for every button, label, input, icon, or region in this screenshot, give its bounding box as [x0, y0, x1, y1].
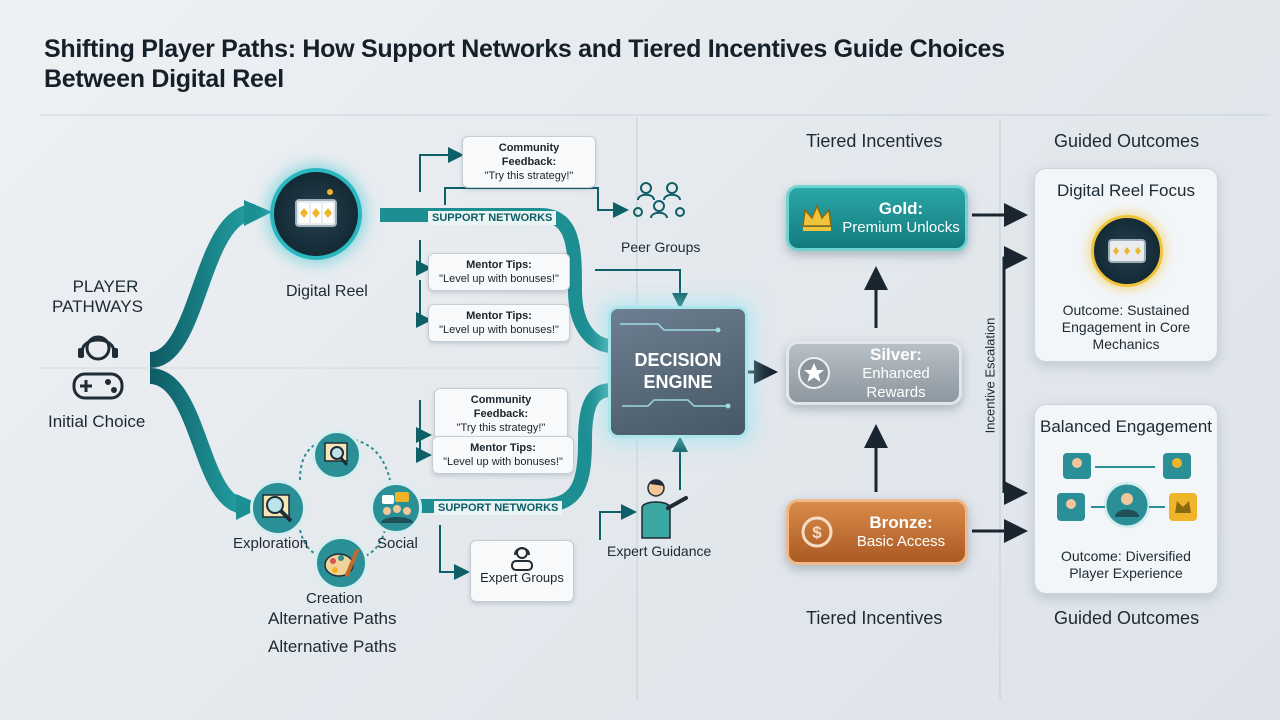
- decision-engine[interactable]: DECISION ENGINE: [608, 306, 748, 438]
- path-to-digital-reel: [148, 204, 257, 368]
- silver-tier-text: Silver: Enhanced Rewards: [833, 345, 959, 402]
- expert-guidance-icon: [641, 479, 688, 539]
- community-feedback-bottom-title: Community Feedback:: [470, 394, 532, 420]
- title-line-1: Shifting Player Paths: How Support Netwo…: [44, 35, 1005, 63]
- headset-controller-icon: [511, 547, 533, 571]
- balanced-engagement-card[interactable]: Balanced Engagement Outcome: Diversified…: [1034, 404, 1218, 594]
- mentor-tips-top-2-quote: "Level up with bonuses!": [439, 324, 559, 336]
- balanced-title: Balanced Engagement: [1039, 417, 1213, 436]
- alternative-paths-label-2: Alternative Paths: [268, 637, 397, 656]
- social-label: Social: [377, 535, 418, 552]
- palette-brush-icon: [324, 549, 359, 577]
- player-pathways-line-1: PLAYER: [72, 277, 139, 296]
- gold-tier-text: Gold: Premium Unlocks: [837, 199, 965, 237]
- alternative-paths-label-1: Alternative Paths: [268, 609, 397, 628]
- community-feedback-top-title: Community Feedback:: [498, 142, 560, 168]
- expert-guidance-label: Expert Guidance: [607, 543, 712, 559]
- mentor-tips-top-2: Mentor Tips: "Level up with bonuses!": [428, 304, 570, 342]
- coin-icon: $: [801, 516, 833, 548]
- support-network-top-path: [380, 208, 613, 353]
- exploration-map-node[interactable]: [312, 430, 362, 480]
- peer-groups-label: Peer Groups: [621, 239, 701, 255]
- exploration-label: Exploration: [233, 535, 309, 552]
- player-pathways-line-2: PATHWAYS: [52, 297, 143, 316]
- guided-outcomes-header-bottom: Guided Outcomes: [1054, 608, 1200, 628]
- mentor-tips-top-2-title: Mentor Tips:: [466, 310, 532, 322]
- peer-groups-icon: [633, 182, 685, 219]
- map-magnifier-icon: [324, 442, 349, 466]
- focus-outcome: Outcome: Sustained Engagement in Core Me…: [1061, 302, 1191, 352]
- tiered-incentives-header-top: Tiered Incentives: [806, 131, 943, 151]
- silver-tier-subtitle: Enhanced Rewards: [862, 364, 930, 401]
- mentor-tips-bottom-title: Mentor Tips:: [470, 442, 536, 454]
- gold-tier-subtitle: Premium Unlocks: [842, 219, 960, 236]
- incentive-escalation-label: Incentive Escalation: [982, 317, 998, 434]
- community-feedback-bottom-quote: "Try this strategy!": [456, 422, 546, 434]
- social-group-icon: [381, 492, 413, 523]
- gold-tier[interactable]: Gold: Premium Unlocks: [786, 185, 968, 251]
- gold-tier-title: Gold:: [878, 199, 924, 218]
- bronze-tier-subtitle: Basic Access: [856, 533, 946, 550]
- diversified-icons: [1057, 453, 1197, 529]
- expert-groups-label: Expert Groups: [480, 570, 564, 585]
- digital-reel-label: Digital Reel: [286, 283, 368, 300]
- page-title: Shifting Player Paths: How Support Netwo…: [44, 34, 1194, 94]
- focus-slot-node: [1091, 215, 1163, 287]
- creation-label: Creation: [306, 590, 363, 607]
- player-pathways-label: PLAYER PATHWAYS: [52, 277, 143, 317]
- digital-reel-focus-card[interactable]: Digital Reel Focus Outcome: Sustained En…: [1034, 168, 1218, 362]
- support-networks-label-top: SUPPORT NETWORKS: [428, 211, 557, 225]
- svg-text:$: $: [812, 523, 822, 542]
- circuit-traces-icon: [620, 323, 731, 409]
- mentor-tips-top-1: Mentor Tips: "Level up with bonuses!": [428, 253, 570, 291]
- star-badge-icon: [798, 357, 830, 389]
- community-feedback-top: Community Feedback: "Try this strategy!": [462, 136, 596, 188]
- decision-engine-line-1: DECISION: [634, 350, 722, 370]
- initial-choice-label: Initial Choice: [48, 412, 146, 431]
- mentor-tips-bottom: Mentor Tips: "Level up with bonuses!": [432, 436, 574, 474]
- expert-groups-card: Expert Groups: [470, 540, 574, 602]
- path-to-alternatives: [148, 368, 247, 514]
- bronze-tier-title: Bronze:: [869, 513, 933, 532]
- bronze-tier-text: Bronze: Basic Access: [837, 513, 965, 551]
- slot-machine-icon: [295, 189, 337, 227]
- tiered-incentives-header-bottom: Tiered Incentives: [806, 608, 943, 628]
- bronze-tier[interactable]: $ Bronze: Basic Access: [786, 499, 968, 565]
- silver-tier[interactable]: Silver: Enhanced Rewards: [786, 341, 962, 405]
- crown-icon: [802, 204, 832, 231]
- social-node[interactable]: [370, 482, 422, 534]
- community-feedback-top-quote: "Try this strategy!": [484, 170, 574, 182]
- gamer-icon: [72, 335, 124, 400]
- guided-outcomes-header-top: Guided Outcomes: [1054, 131, 1200, 151]
- title-line-2: Between Digital Reel: [44, 65, 284, 93]
- silver-tier-title: Silver:: [870, 344, 922, 364]
- balanced-outcome: Outcome: Diversified Player Experience: [1061, 548, 1191, 581]
- support-networks-label-bottom: SUPPORT NETWORKS: [434, 501, 563, 515]
- focus-title: Digital Reel Focus: [1057, 181, 1195, 200]
- digital-reel-node[interactable]: [270, 168, 362, 260]
- slot-machine-icon: [1108, 239, 1146, 263]
- magnifier-icon: [262, 494, 293, 523]
- creation-node[interactable]: [314, 536, 368, 590]
- decision-engine-line-2: ENGINE: [643, 372, 713, 392]
- exploration-node[interactable]: [250, 480, 306, 536]
- mentor-tips-bottom-quote: "Level up with bonuses!": [443, 456, 563, 468]
- decision-engine-label: DECISION ENGINE: [611, 349, 745, 393]
- community-feedback-bottom: Community Feedback: "Try this strategy!": [434, 388, 568, 440]
- mentor-tips-top-1-quote: "Level up with bonuses!": [439, 273, 559, 285]
- mentor-tips-top-1-title: Mentor Tips:: [466, 259, 532, 271]
